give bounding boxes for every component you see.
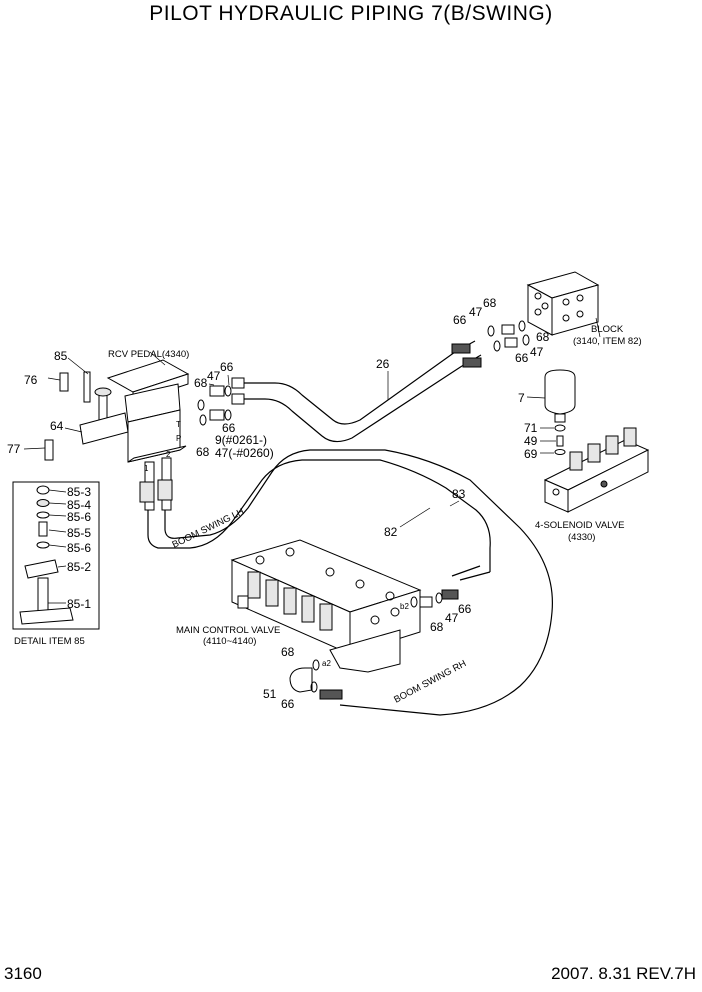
callout-68-block-top: 68: [483, 296, 497, 310]
main-control-valve: [230, 539, 422, 673]
callout-47-block-low: 47: [530, 345, 544, 359]
callout-77: 77: [7, 442, 21, 456]
hose-82-boom-swing-lh: [147, 459, 491, 572]
detail-item-85: [12, 481, 100, 630]
callout-85-2: 85-2: [67, 560, 91, 574]
solenoid-valve-4330: [543, 427, 650, 513]
label-mcv-ref: (4110~4140): [203, 636, 256, 647]
port-labels: T P 1 2 b2 a2: [144, 420, 409, 668]
label-block-ref: (3140, ITEM 82): [573, 336, 642, 347]
port-1-label: 1: [144, 464, 149, 473]
callout-68-mcv-b2: 68: [430, 620, 444, 634]
accumulator-7: [544, 369, 576, 455]
callout-66-block: 66: [453, 313, 467, 327]
callout-66-pedal-top: 66: [220, 360, 234, 374]
rcv-pedal: [106, 351, 190, 511]
callout-47-block-top: 47: [469, 305, 483, 319]
port-b2-label: b2: [400, 602, 409, 611]
revision-date: 2007. 8.31 REV.7H: [551, 964, 696, 983]
leader-lines: [387, 317, 601, 528]
callout-82: 82: [384, 525, 398, 539]
port-2-label: 2: [166, 450, 171, 459]
callout-68-pedal-top: 68: [194, 376, 208, 390]
callout-64: 64: [50, 419, 64, 433]
callout-26: 26: [376, 357, 390, 371]
page-title: PILOT HYDRAULIC PIPING 7(B/SWING): [149, 2, 553, 25]
callout-68-mcv-a2: 68: [281, 645, 295, 659]
pedal-fittings: [197, 374, 245, 426]
callout-85-5: 85-5: [67, 526, 91, 540]
callout-9-note: 9(#0261-): [215, 433, 267, 447]
hose-26: [243, 340, 482, 443]
page-number: 3160: [4, 964, 42, 983]
label-detail-item-85: DETAIL ITEM 85: [14, 636, 85, 647]
callout-numbers: 85 76 64 77 68 47 66 66 68 9(#0261-) 47(…: [7, 296, 550, 711]
label-solenoid-ref: (4330): [568, 532, 595, 543]
callout-7: 7: [518, 391, 525, 405]
callout-66-mcv-b2: 66: [458, 602, 472, 616]
callout-83: 83: [452, 487, 466, 501]
callout-68-block-right: 68: [536, 330, 550, 344]
port-t-label: T: [176, 420, 181, 429]
callout-85-1: 85-1: [67, 597, 91, 611]
label-boom-swing-lh: BOOM SWING LH: [170, 506, 246, 550]
callout-68-pedal-low: 68: [196, 445, 210, 459]
callout-85-3: 85-3: [67, 485, 91, 499]
callout-69: 69: [524, 447, 538, 461]
pedal-bracket-parts: [23, 357, 129, 461]
callout-85: 85: [54, 349, 68, 363]
label-block: BLOCK: [591, 324, 624, 335]
callout-47-note: 47(-#0260): [215, 446, 274, 460]
callout-47-pedal: 47: [207, 369, 221, 383]
mcv-fittings: [289, 589, 459, 700]
callout-85-6-lower: 85-6: [67, 541, 91, 555]
callout-51: 51: [263, 687, 277, 701]
callout-47-mcv-b2: 47: [445, 611, 459, 625]
callout-76: 76: [24, 373, 38, 387]
callout-66-mcv-a2: 66: [281, 697, 295, 711]
port-a2-label: a2: [322, 659, 331, 668]
hose-mcv-b2: [451, 565, 491, 581]
hose-83-boom-swing-rh: [164, 449, 553, 716]
detail-item-callouts: 85-3 85-4 85-6 85-5 85-6 85-2 85-1: [67, 485, 91, 611]
port-p-label: P: [176, 434, 181, 443]
callout-71: 71: [524, 421, 538, 435]
callout-66-pedal-low: 66: [222, 421, 236, 435]
callout-66-block-low: 66: [515, 351, 529, 365]
label-solenoid-valve: 4-SOLENOID VALVE: [535, 520, 624, 531]
callout-49: 49: [524, 434, 538, 448]
label-rcv-pedal: RCV PEDAL(4340): [108, 349, 189, 360]
block-3140: [451, 271, 600, 368]
label-main-control-valve: MAIN CONTROL VALVE: [176, 625, 280, 636]
callout-85-6: 85-6: [67, 510, 91, 524]
label-boom-swing-rh: BOOM SWING RH: [392, 658, 468, 705]
callout-85-4: 85-4: [67, 498, 91, 512]
